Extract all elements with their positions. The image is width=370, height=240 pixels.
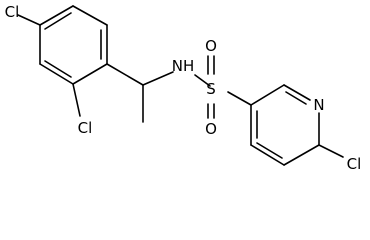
bond	[44, 60, 72, 78]
atom-label-cl-pyridine: Cl	[347, 155, 362, 173]
bond	[256, 142, 283, 159]
bond	[194, 74, 211, 87]
atom-label-oxygen-top: O	[205, 37, 217, 55]
atom-label-nitrogen-ring: N	[313, 96, 324, 114]
atom-label-nh: NH	[172, 57, 195, 75]
bond	[227, 91, 252, 106]
atom-label-cl-ortho: Cl	[78, 119, 93, 137]
bond	[17, 14, 41, 26]
pyridine-ring	[250, 84, 320, 166]
bond	[318, 144, 344, 158]
molecule-structure: Cl Cl NH S O O N Cl	[5, 3, 362, 173]
bond	[72, 63, 108, 85]
bond	[39, 63, 74, 85]
bond	[39, 5, 74, 26]
bond	[283, 144, 320, 166]
bond	[44, 12, 72, 30]
bond	[142, 71, 174, 86]
dichlorophenyl-ring	[39, 5, 108, 85]
bond	[72, 83, 81, 117]
bond	[250, 84, 285, 106]
bond	[285, 91, 307, 105]
bond	[72, 5, 108, 26]
atom-label-cl-top: Cl	[5, 3, 20, 21]
bond	[106, 63, 144, 86]
atom-label-oxygen-bottom: O	[205, 120, 217, 138]
atom-label-sulfur: S	[206, 80, 216, 98]
bond	[250, 144, 285, 166]
bond	[283, 84, 311, 101]
